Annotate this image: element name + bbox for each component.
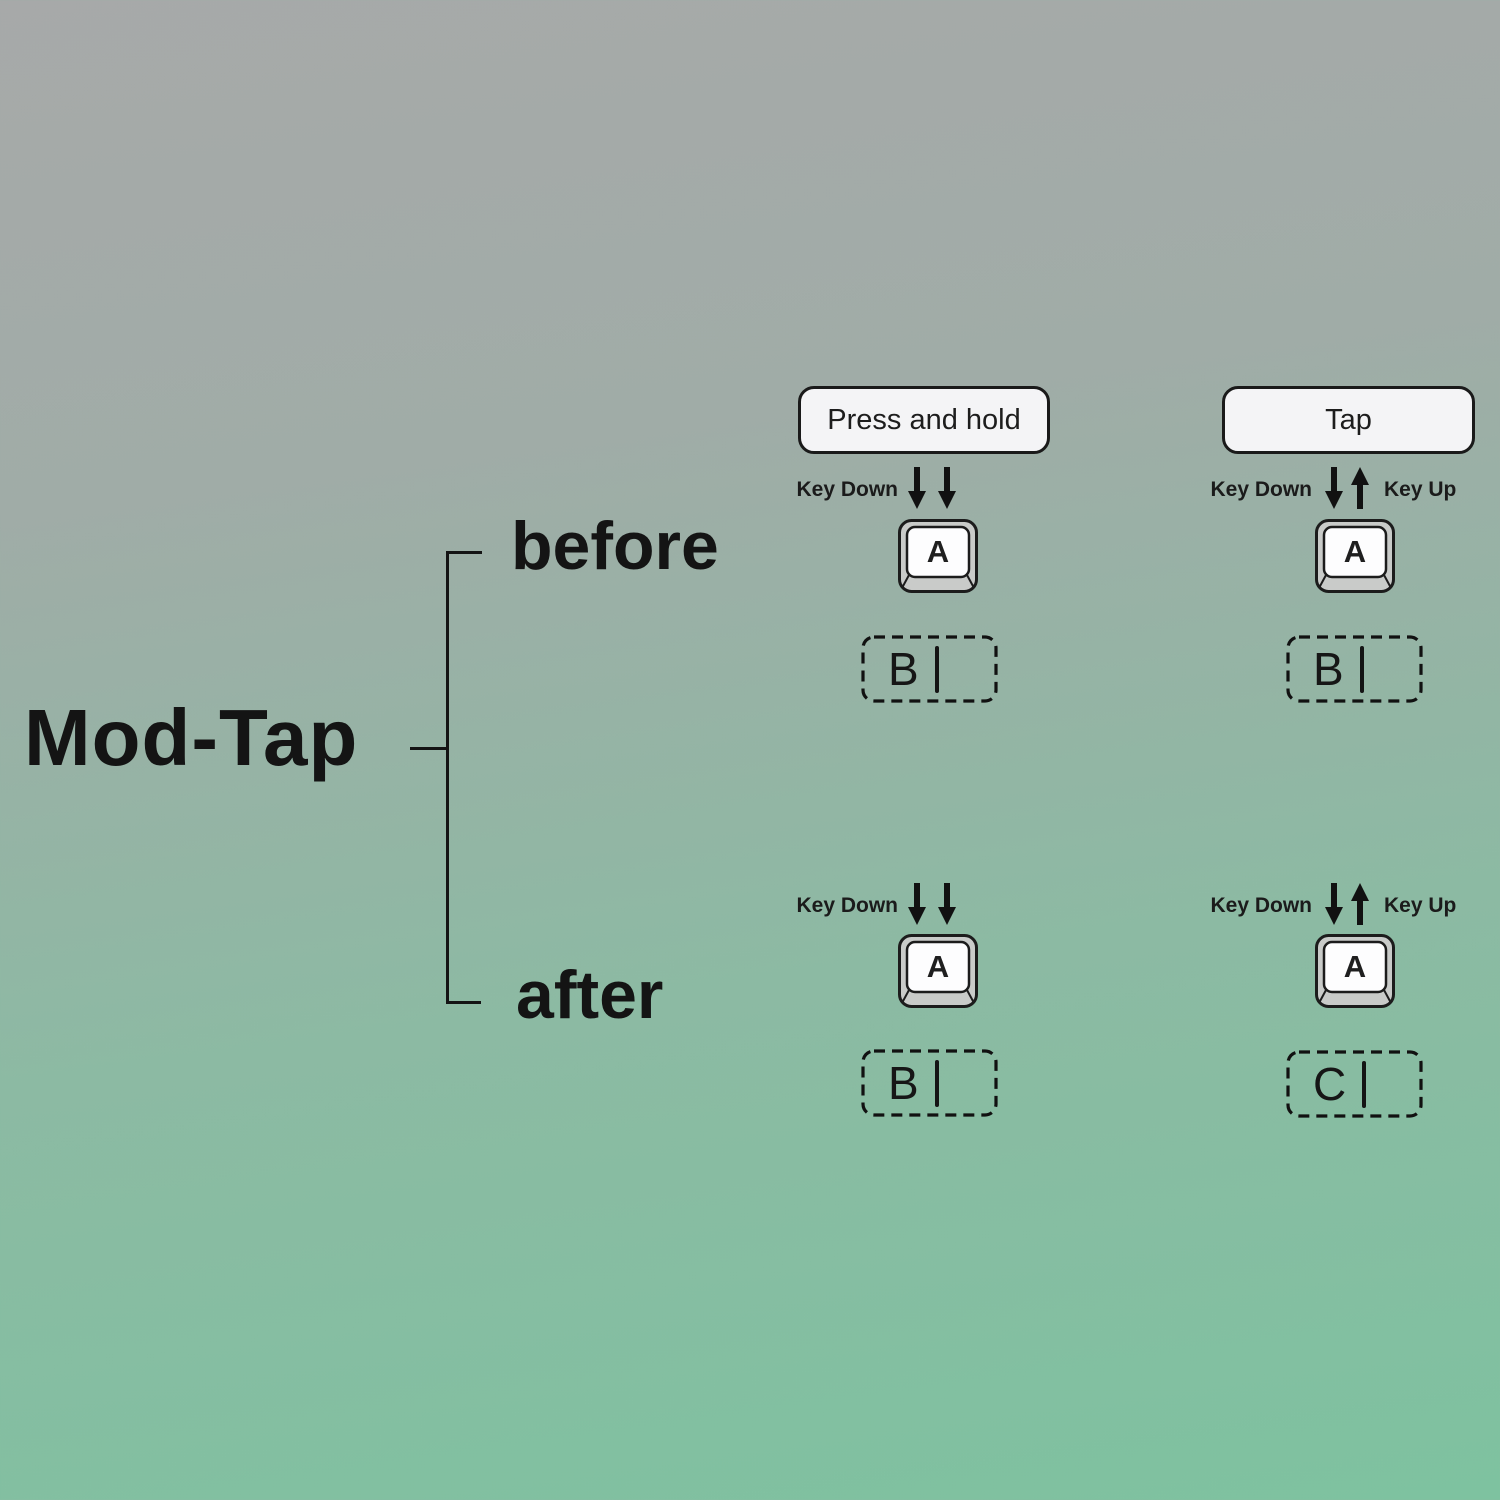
- text-cursor: [1359, 645, 1364, 693]
- root-connector-line: [410, 747, 447, 750]
- output-letter: B: [1313, 643, 1344, 695]
- key-down-label: Key Down: [796, 894, 898, 917]
- output-box-after-tap: C: [1286, 1050, 1423, 1118]
- text-cursor: [1362, 1060, 1367, 1108]
- branch-label-after: after: [516, 957, 664, 1033]
- keycap-a: A: [898, 934, 978, 1008]
- key-up-arrow-icon: [1351, 883, 1369, 925]
- key-up-arrow-icon: [1351, 467, 1369, 509]
- output-letter: B: [888, 1057, 919, 1109]
- key-down-arrow-icon: [938, 883, 956, 925]
- key-down-label: Key Down: [796, 478, 898, 501]
- tap-label: Tap: [1222, 386, 1475, 454]
- key-down-arrow-icon: [1325, 467, 1343, 509]
- key-down-arrow-icon: [908, 883, 926, 925]
- page-title: Mod-Tap: [24, 693, 359, 782]
- key-down-label: Key Down: [1210, 478, 1312, 501]
- keycap-letter: A: [926, 949, 950, 984]
- bracket-line: [446, 551, 449, 1004]
- keycap-a: A: [1315, 934, 1395, 1008]
- output-letter: C: [1313, 1058, 1347, 1110]
- bracket-tick-before: [446, 551, 482, 554]
- output-box-before-tap: B: [1286, 635, 1423, 703]
- keycap-a: A: [1315, 519, 1395, 593]
- key-down-label: Key Down: [1210, 894, 1312, 917]
- key-down-arrow-icon: [938, 467, 956, 509]
- text-cursor: [934, 1059, 939, 1107]
- key-up-label: Key Up: [1384, 478, 1457, 501]
- branch-label-before: before: [511, 508, 719, 584]
- key-up-label: Key Up: [1384, 894, 1457, 917]
- keycap-a: A: [898, 519, 978, 593]
- text-cursor: [934, 645, 939, 693]
- keycap-letter: A: [926, 534, 950, 569]
- bracket-tick-after: [446, 1001, 481, 1004]
- output-letter: B: [888, 643, 919, 695]
- keycap-letter: A: [1343, 949, 1367, 984]
- output-box-after-hold: B: [861, 1049, 998, 1117]
- keycap-letter: A: [1343, 534, 1367, 569]
- press-and-hold-label: Press and hold: [798, 386, 1050, 454]
- key-down-arrow-icon: [1325, 883, 1343, 925]
- output-box-before-hold: B: [861, 635, 998, 703]
- key-down-arrow-icon: [908, 467, 926, 509]
